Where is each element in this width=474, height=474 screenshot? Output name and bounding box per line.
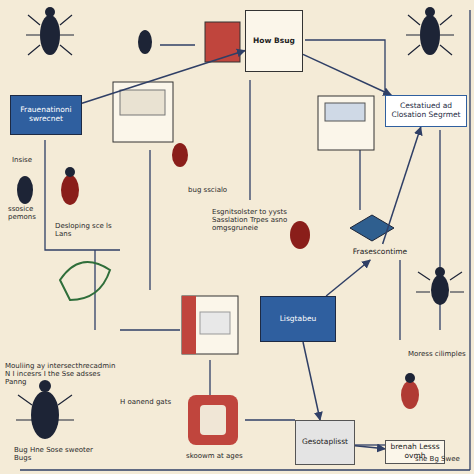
- node-text: How Bsug: [253, 37, 295, 46]
- node-text: Cestatiued ad Closation Segrmet: [386, 102, 466, 119]
- process-box: Cestatiued ad Closation Segrmet: [385, 95, 467, 127]
- flow-arrow: [326, 260, 370, 296]
- plant-sketch: [60, 262, 110, 300]
- note-label: Mouliing ay intersecthrecadmin N I inces…: [5, 362, 120, 386]
- note-label: bug sscialo: [188, 186, 248, 194]
- decision-label: Frasescontime: [340, 244, 420, 260]
- flow-arrow: [303, 342, 320, 420]
- title-box: How Bsug: [245, 10, 303, 72]
- note-label: H oanend gats: [120, 398, 175, 406]
- note-label: Desloping sce ls Lans: [55, 222, 125, 238]
- node-text: Frasescontime: [353, 248, 407, 257]
- node-text: Frauenatinoni swrecnet: [11, 106, 81, 123]
- node-text: Gesotaplisst: [302, 438, 348, 447]
- flow-arrow: [303, 54, 391, 95]
- process-box: Lisgtabeu: [260, 296, 336, 342]
- flow-arrow: [82, 50, 245, 103]
- process-box: Frauenatinoni swrecnet: [10, 95, 82, 135]
- note-label: ssosice pemons: [8, 205, 48, 221]
- note-label: Moress cilimples: [408, 350, 468, 358]
- image-box: [113, 22, 374, 445]
- flow-arrow: [355, 446, 385, 449]
- note-label: Insise: [12, 156, 52, 164]
- process-box: Gesotaplisst: [295, 420, 355, 465]
- flow-arrow: [383, 127, 421, 244]
- decor-lines: [20, 10, 470, 470]
- note-label: skoowm at ages: [186, 452, 256, 460]
- note-label: she Bg Swee: [415, 455, 473, 463]
- node-text: Lisgtabeu: [280, 315, 317, 324]
- note-label: Esgnitsolster to yysts Sasslation Trpes …: [212, 208, 302, 232]
- note-label: Bug Hne Sose sweoter Bugs: [14, 446, 94, 462]
- bug-legs: [16, 15, 464, 420]
